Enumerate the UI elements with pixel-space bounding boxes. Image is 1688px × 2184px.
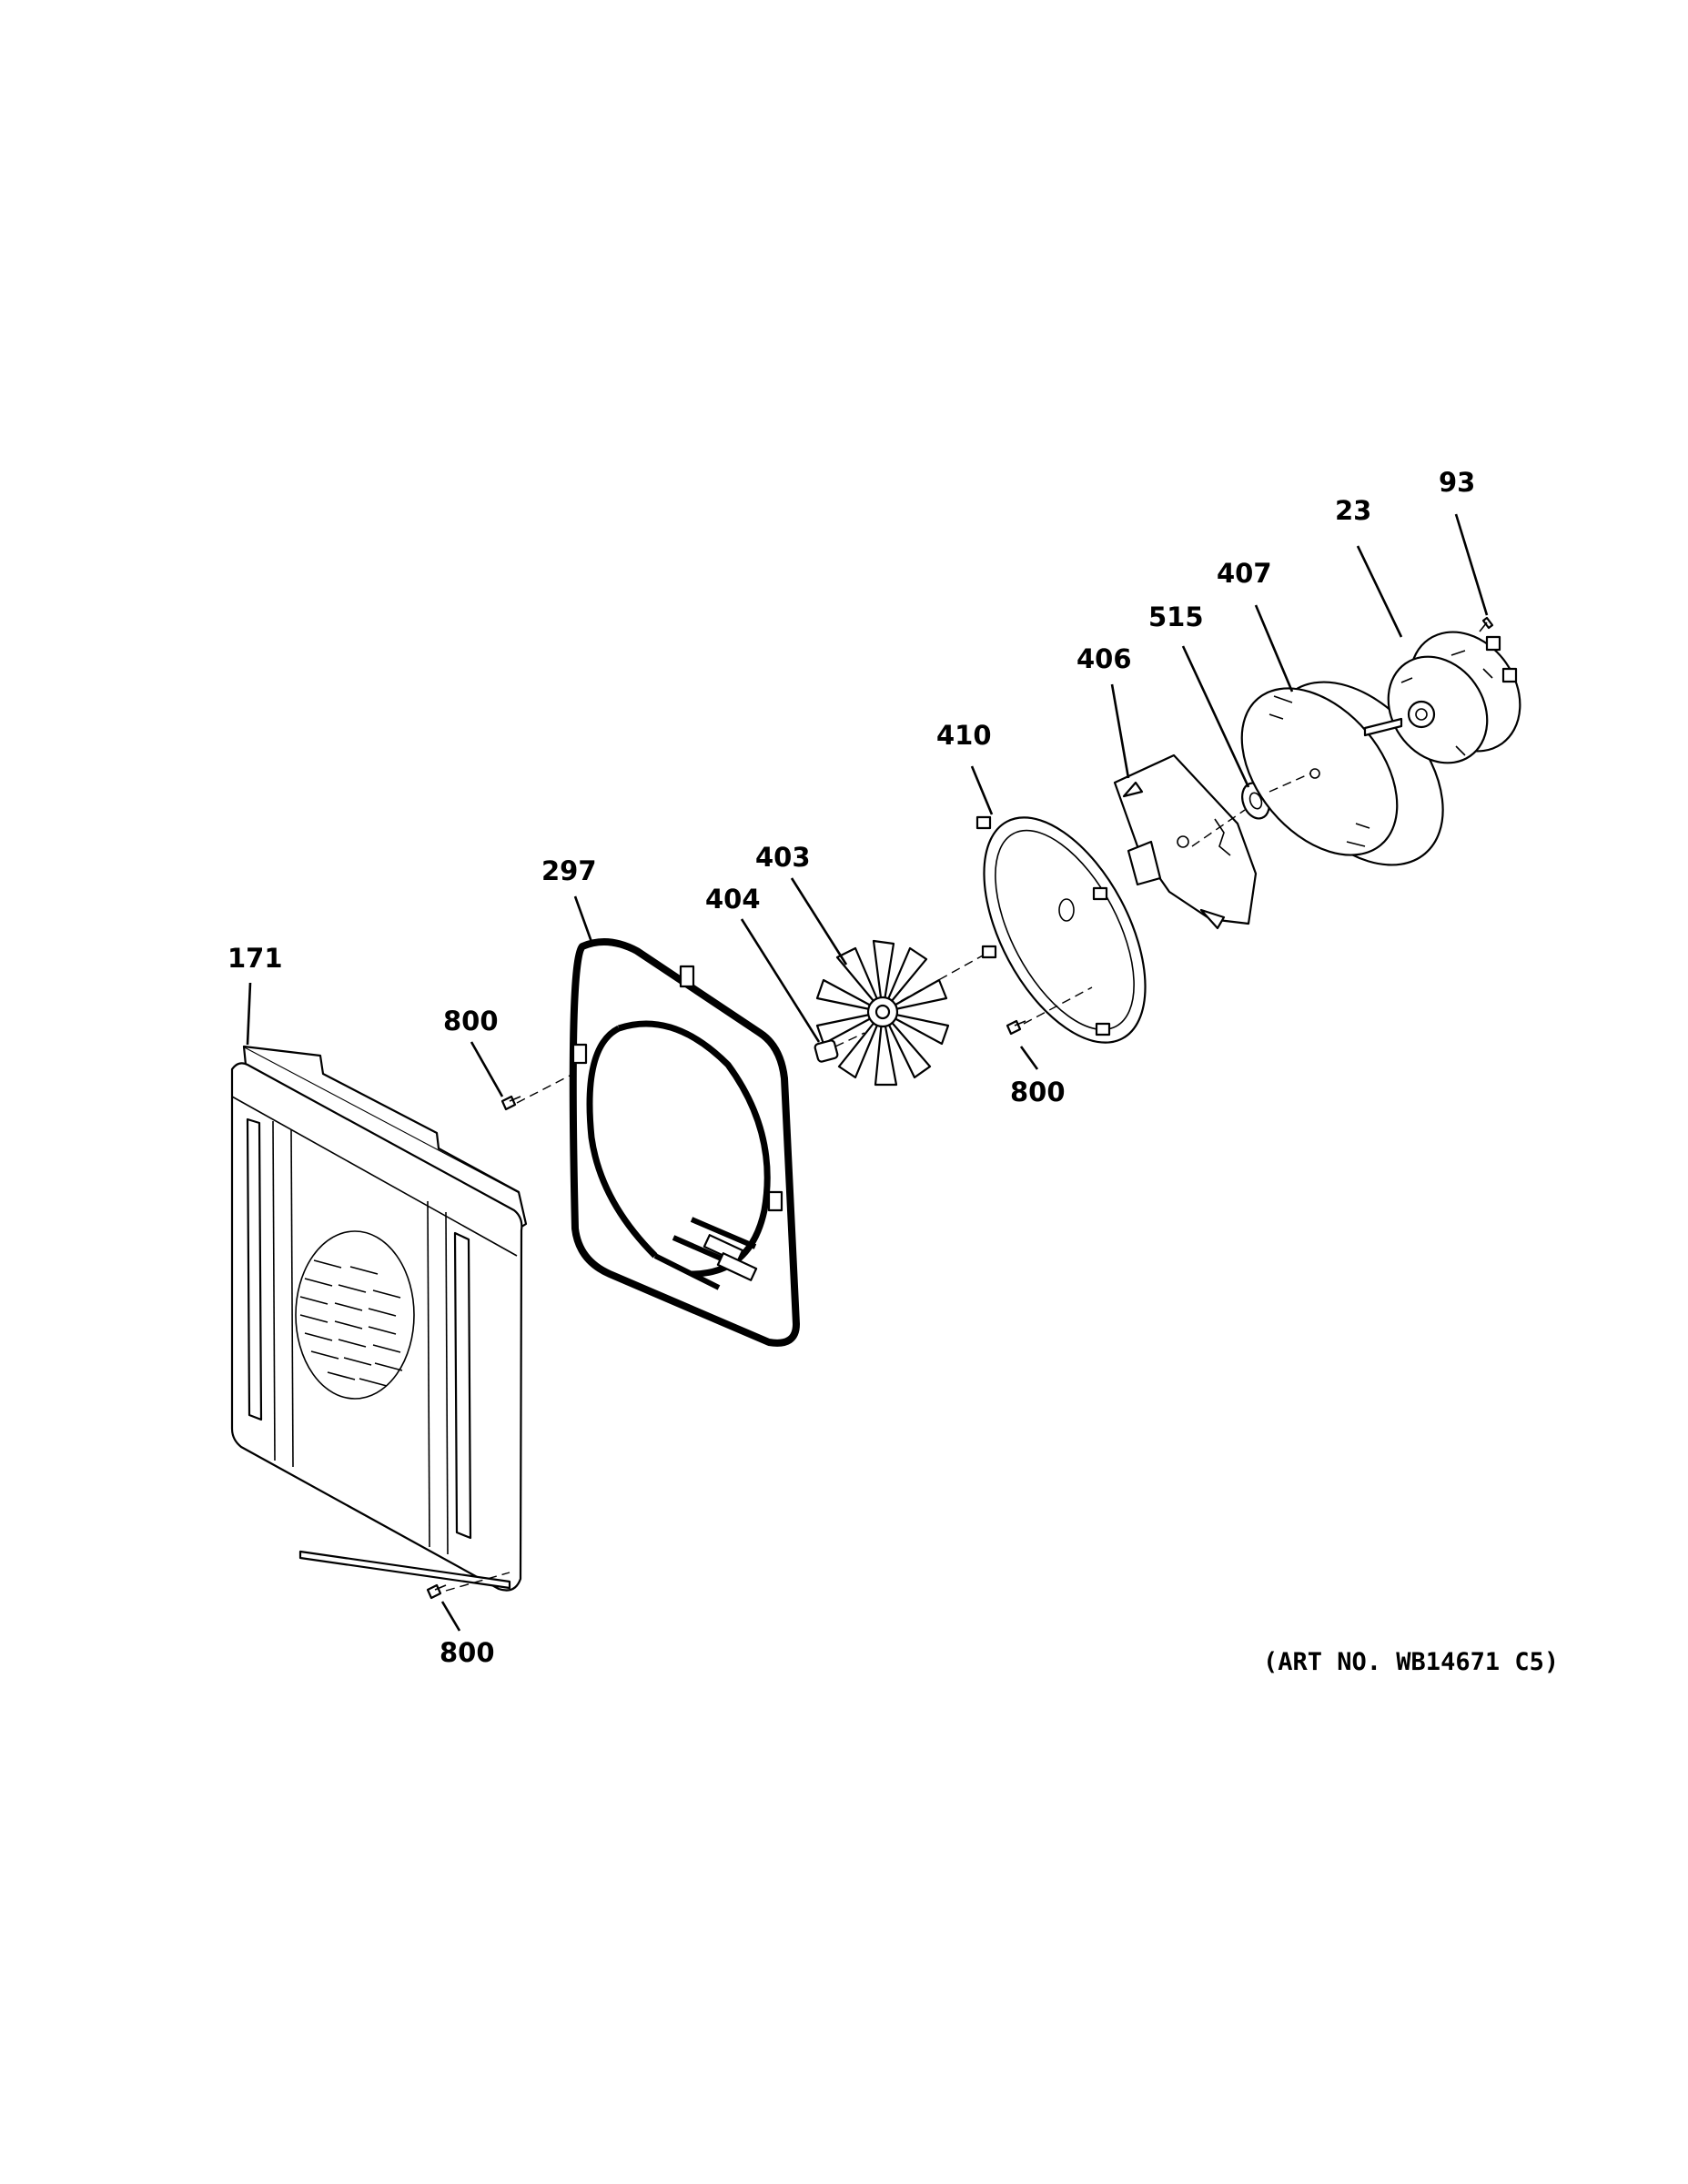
leader-lines (246, 513, 1489, 1632)
callout-93: 93 (1439, 467, 1475, 498)
part-297-heating-element (569, 938, 800, 1347)
callout-800-upper: 800 (443, 1006, 499, 1036)
screw-800-b (1006, 1019, 1026, 1036)
part-403-fan-blade (815, 939, 950, 1087)
part-404-nut (814, 1039, 839, 1063)
screw-800-a (500, 1095, 521, 1111)
part-410-fan-housing (975, 815, 1147, 1044)
callout-403: 403 (755, 842, 811, 873)
callout-23: 23 (1335, 495, 1371, 526)
callout-800-lower: 800 (440, 1637, 495, 1668)
callout-406: 406 (1076, 643, 1132, 674)
callout-410: 410 (936, 720, 992, 751)
part-171-fan-cover (230, 1045, 528, 1592)
part-406-bracket (1113, 753, 1258, 930)
callout-515: 515 (1148, 602, 1204, 632)
callout-297: 297 (541, 855, 597, 886)
screw-800-c (426, 1583, 447, 1600)
art-number: (ART NO. WB14671 C5) (1263, 1648, 1559, 1676)
part-23-motor (1363, 631, 1521, 764)
callout-800-middle: 800 (1010, 1077, 1066, 1107)
callout-171: 171 (227, 943, 283, 974)
part-93-screw (1479, 616, 1494, 632)
assembly-lines (445, 773, 1311, 1592)
callout-407: 407 (1217, 558, 1272, 589)
callout-404: 404 (705, 884, 761, 915)
